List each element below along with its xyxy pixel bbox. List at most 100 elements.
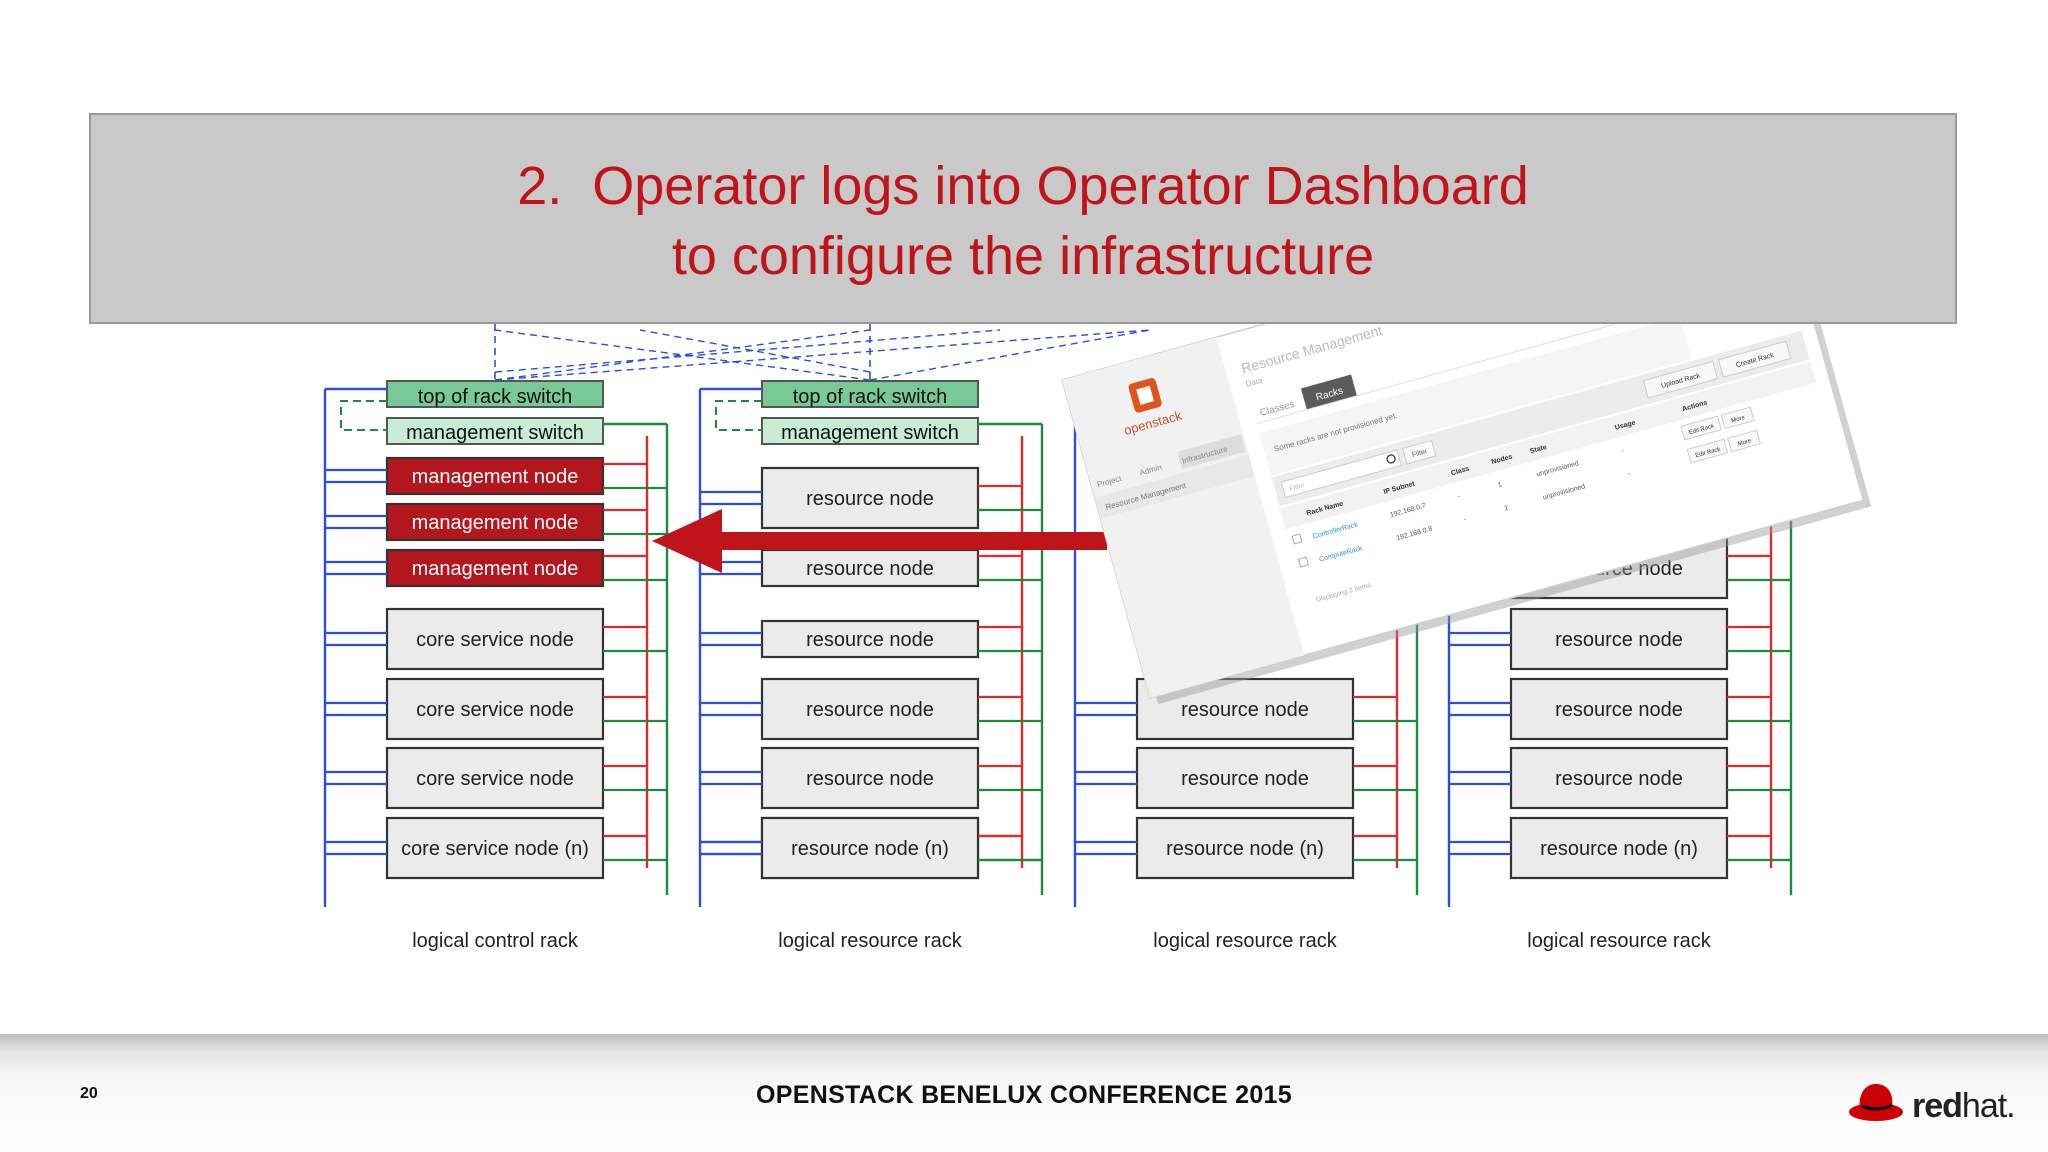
node-box — [760, 466, 980, 530]
tab-racks-bg — [1300, 374, 1357, 410]
title-line-1: 2. Operator logs into Operator Dashboard — [517, 156, 1529, 216]
node-mgmt: management node — [385, 456, 605, 496]
top-of-rack-switch: top of rack switch — [386, 380, 604, 408]
switch-loop-dashed — [340, 400, 387, 431]
node-res: resource node (n) — [1509, 816, 1729, 880]
page-subtitle: Data — [1245, 376, 1264, 389]
node-box — [1135, 746, 1355, 810]
node-box — [385, 548, 605, 588]
node-box — [1509, 607, 1729, 671]
node-core: core service node — [385, 746, 605, 810]
node-label: resource node — [806, 629, 934, 651]
table-header — [1280, 361, 1817, 530]
management-switch: management switch — [761, 417, 979, 445]
node-box — [1509, 677, 1729, 741]
uplink-dashed-lines — [494, 324, 1151, 381]
table-column-header: State — [1529, 444, 1547, 455]
top-of-rack-switch: top of rack switch — [761, 380, 979, 408]
node-label: resource node — [1181, 768, 1309, 790]
page-number: 20 — [80, 1085, 98, 1102]
node-label: resource node — [806, 768, 934, 790]
switch-label: management switch — [781, 422, 959, 444]
rack-label: logical resource rack — [1527, 930, 1711, 952]
uplink-dashed-line — [494, 329, 1001, 373]
row-checkbox — [1291, 533, 1303, 545]
table-cell: - — [1457, 493, 1462, 501]
arrow-shaft — [717, 532, 1107, 550]
table-cell: - — [1463, 516, 1468, 524]
switch-label: top of rack switch — [418, 386, 573, 408]
node-core: core service node — [385, 607, 605, 671]
node-box — [385, 816, 605, 880]
node-label: resource node — [1555, 629, 1683, 651]
node-box — [385, 456, 605, 496]
switch-loop-dashed — [715, 400, 762, 431]
title-banner: 2. Operator logs into Operator Dashboard… — [89, 113, 1957, 324]
node-res: resource node — [760, 548, 980, 588]
node-box — [1509, 746, 1729, 810]
row-checkbox — [1297, 556, 1309, 568]
node-label: resource node — [1181, 699, 1309, 721]
create-rack-button — [1717, 340, 1792, 378]
node-res: resource node — [1509, 746, 1729, 810]
node-box — [1509, 816, 1729, 880]
node-res: resource node — [760, 619, 980, 659]
node-res: resource node (n) — [1135, 816, 1355, 880]
table-column-header: Class — [1450, 465, 1470, 477]
node-label: resource node — [806, 699, 934, 721]
upload-rack-button — [1642, 360, 1719, 399]
more-label: More — [1731, 415, 1746, 425]
switch-label: management switch — [406, 422, 584, 444]
switch-box — [761, 380, 979, 408]
footer-band — [0, 1034, 2048, 1152]
node-mgmt: management node — [385, 548, 605, 588]
rack-label: logical resource rack — [778, 930, 962, 952]
node-box — [760, 746, 980, 810]
node-label: resource node — [806, 558, 934, 580]
title-line-2: to configure the infrastructure — [671, 226, 1375, 286]
node-label: core service node — [416, 629, 574, 651]
node-label: core service node — [416, 768, 574, 790]
uplink-dashed-line — [494, 329, 871, 381]
uplink-dashed-line — [494, 329, 871, 381]
redhat-wordmark: redhat. — [1912, 1087, 2016, 1126]
filter-button-label: Filter — [1411, 448, 1429, 459]
more-button — [1727, 429, 1762, 453]
switch-label: top of rack switch — [793, 386, 948, 408]
search-icon — [1386, 454, 1396, 464]
more-label: More — [1737, 438, 1752, 448]
node-box — [760, 816, 980, 880]
node-label: core service node — [416, 699, 574, 721]
node-box — [385, 607, 605, 671]
uplink-dashed-line — [639, 329, 871, 373]
table-cell: - — [1621, 447, 1626, 455]
rack-2: top of rack switch management switch resou… — [698, 380, 1044, 952]
management-switch: management switch — [386, 417, 604, 445]
conference-name: OPENSTACK BENELUX CONFERENCE 2015 — [756, 1081, 1292, 1109]
node-label: management node — [412, 466, 579, 488]
table-cell: 1 — [1504, 504, 1510, 512]
notice-box — [1259, 316, 1692, 476]
node-label: resource node (n) — [1540, 838, 1698, 860]
node-res: resource node — [1135, 746, 1355, 810]
node-res: resource node — [760, 746, 980, 810]
node-box — [1135, 816, 1355, 880]
node-label: resource node — [1555, 768, 1683, 790]
node-res: resource node — [1509, 607, 1729, 671]
node-label: management node — [412, 558, 579, 580]
node-label: management node — [412, 512, 579, 534]
node-label: resource node — [1555, 699, 1683, 721]
edit-rack-button — [1680, 415, 1722, 441]
more-button — [1720, 406, 1755, 430]
node-box — [760, 677, 980, 741]
filter-input — [1280, 449, 1402, 499]
rack-label: logical control rack — [412, 930, 579, 952]
node-core: core service node — [385, 677, 605, 741]
filter-placeholder: Filter — [1289, 482, 1307, 493]
node-res: resource node — [1509, 677, 1729, 741]
arrow-layer — [652, 509, 1107, 573]
table-cell: 1 — [1497, 481, 1503, 489]
table-cell: - — [1627, 471, 1632, 479]
